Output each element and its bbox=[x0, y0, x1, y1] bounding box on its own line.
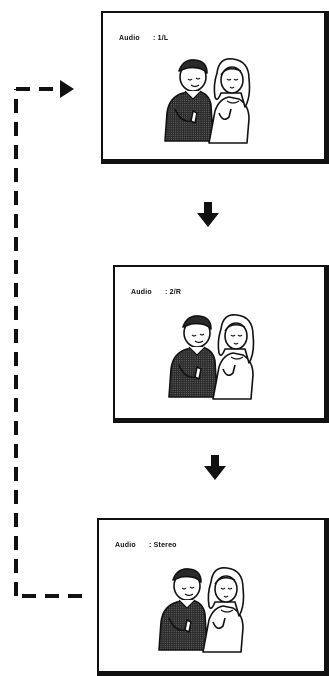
audio-label: Audio bbox=[115, 542, 149, 549]
couple-illustration bbox=[151, 562, 251, 654]
audio-value: : 2/R bbox=[165, 289, 181, 296]
tv-screen-1: Audio: 1/L bbox=[101, 11, 329, 164]
audio-osd: Audio: 1/L bbox=[119, 35, 168, 42]
down-arrow-icon bbox=[196, 202, 220, 228]
audio-value: : Stereo bbox=[149, 542, 177, 549]
couple-illustration bbox=[157, 53, 257, 145]
audio-value: : 1/L bbox=[153, 35, 168, 42]
audio-label: Audio bbox=[131, 289, 165, 296]
audio-label: Audio bbox=[119, 35, 153, 42]
audio-osd: Audio: Stereo bbox=[115, 542, 177, 549]
tv-screen-2: Audio: 2/R bbox=[113, 265, 329, 423]
couple-illustration bbox=[161, 309, 261, 401]
audio-osd: Audio: 2/R bbox=[131, 289, 181, 296]
tv-screen-3: Audio: Stereo bbox=[97, 518, 329, 676]
right-arrow-icon bbox=[60, 80, 74, 98]
down-arrow-icon bbox=[203, 455, 227, 481]
